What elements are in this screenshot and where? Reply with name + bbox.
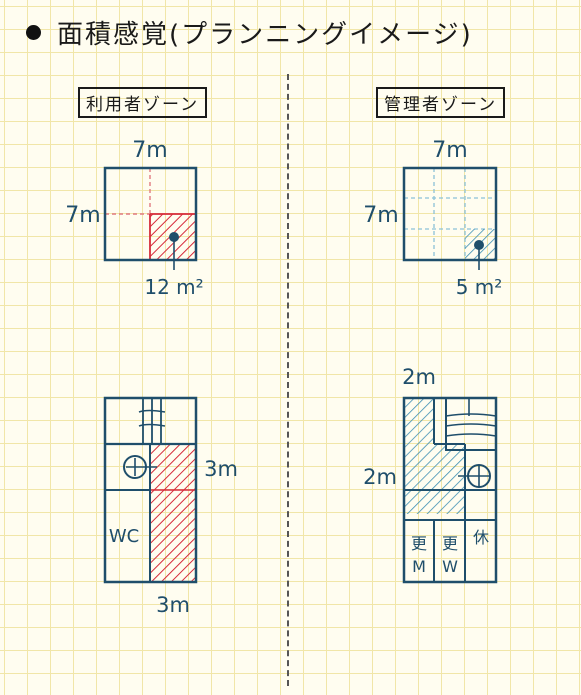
- heading: 面積感覚(プランニングイメージ): [26, 14, 473, 51]
- admin-zone-plan: 更 M 更 W 休 2m 2m: [363, 365, 498, 584]
- center-divider: [287, 74, 289, 686]
- wc-label: WC: [109, 526, 139, 547]
- room-label-2-bottom: W: [442, 557, 458, 576]
- user-area-square: [103, 166, 198, 262]
- admin-area-label: 5 m²: [456, 275, 503, 299]
- bullet-icon: [26, 25, 41, 40]
- admin-plan-left-dim: 2m: [363, 465, 397, 489]
- admin-width-label: 7m: [432, 138, 467, 163]
- admin-plan-hatch-mid: [404, 490, 465, 514]
- room-label-2-top: 更: [442, 534, 458, 553]
- room-label-1-top: 更: [411, 534, 427, 553]
- admin-area-square: [402, 166, 498, 262]
- user-zone-area-diagram: 7m 7m 12 m²: [65, 138, 203, 299]
- user-area-label: 12 m²: [144, 275, 203, 299]
- user-plan-hatch: [150, 444, 196, 582]
- admin-zone-label: 管理者ゾーン: [376, 87, 506, 118]
- admin-plan-top-dim: 2m: [402, 365, 436, 389]
- page-title: 面積感覚(プランニングイメージ): [57, 20, 473, 50]
- room-label-3-top: 休: [473, 528, 489, 547]
- user-plan-right-dim: 3m: [204, 457, 238, 481]
- user-zone-plan: WC 3m 3m: [103, 396, 238, 617]
- user-width-label: 7m: [132, 138, 167, 163]
- room-label-1-bottom: M: [412, 557, 426, 576]
- user-height-label: 7m: [65, 203, 100, 228]
- admin-height-label: 7m: [363, 203, 398, 228]
- user-plan-bottom-dim: 3m: [156, 593, 190, 617]
- admin-zone-area-diagram: 7m 7m 5 m²: [363, 138, 502, 299]
- user-zone-label: 利用者ゾーン: [78, 87, 208, 118]
